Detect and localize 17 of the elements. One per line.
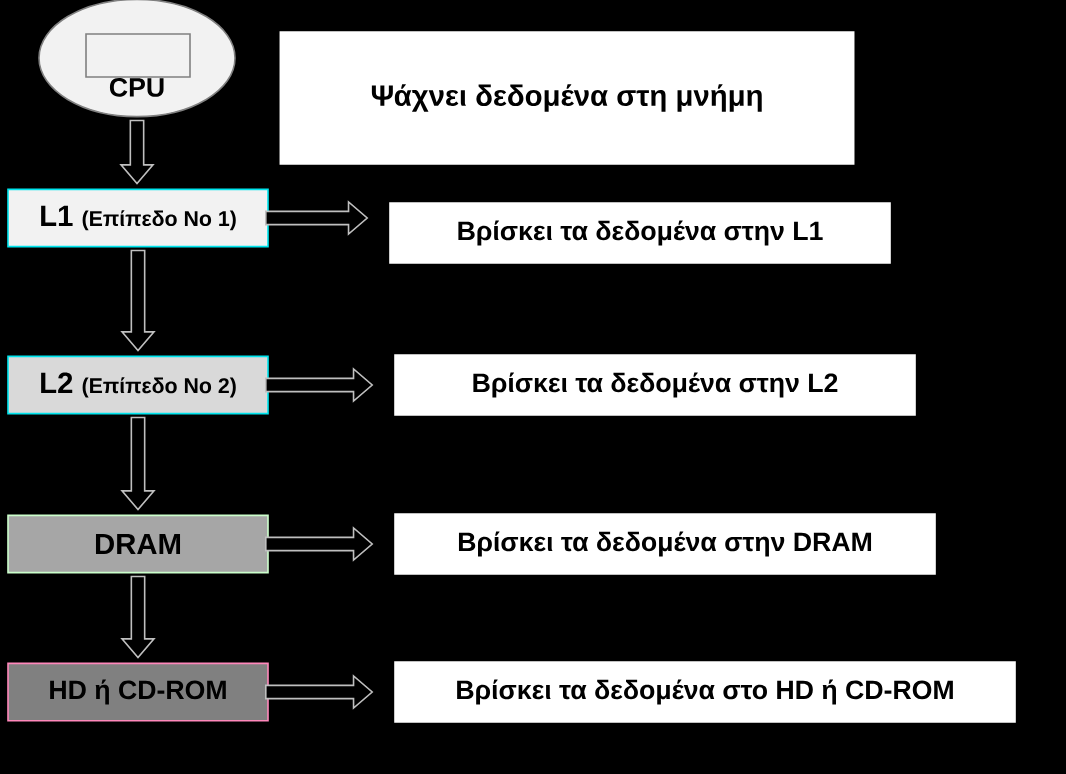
cache-box: L2 (Επίπεδο Νο 2) [7, 355, 269, 415]
block-arrow [120, 416, 156, 511]
memory-box: DRAM [7, 514, 269, 574]
result-box: Βρίσκει τα δεδομένα στην L2 [394, 354, 916, 416]
block-arrow [120, 249, 156, 352]
block-arrow [265, 200, 369, 236]
result-box: Βρίσκει τα δεδομένα στο HD ή CD-ROM [394, 661, 1016, 723]
block-arrow [120, 575, 156, 659]
text-box: Ψάχνει δεδομένα στη μνήμη [279, 31, 855, 165]
cache-box: L1 (Επίπεδο Νο 1) [7, 188, 269, 248]
block-arrow [265, 674, 374, 710]
block-arrow [265, 367, 374, 403]
block-arrow [119, 119, 155, 185]
block-arrow [265, 526, 374, 562]
result-box: Βρίσκει τα δεδομένα στην L1 [389, 202, 891, 264]
result-box: Βρίσκει τα δεδομένα στην DRAM [394, 513, 936, 575]
storage-box: HD ή CD-ROM [7, 662, 269, 722]
